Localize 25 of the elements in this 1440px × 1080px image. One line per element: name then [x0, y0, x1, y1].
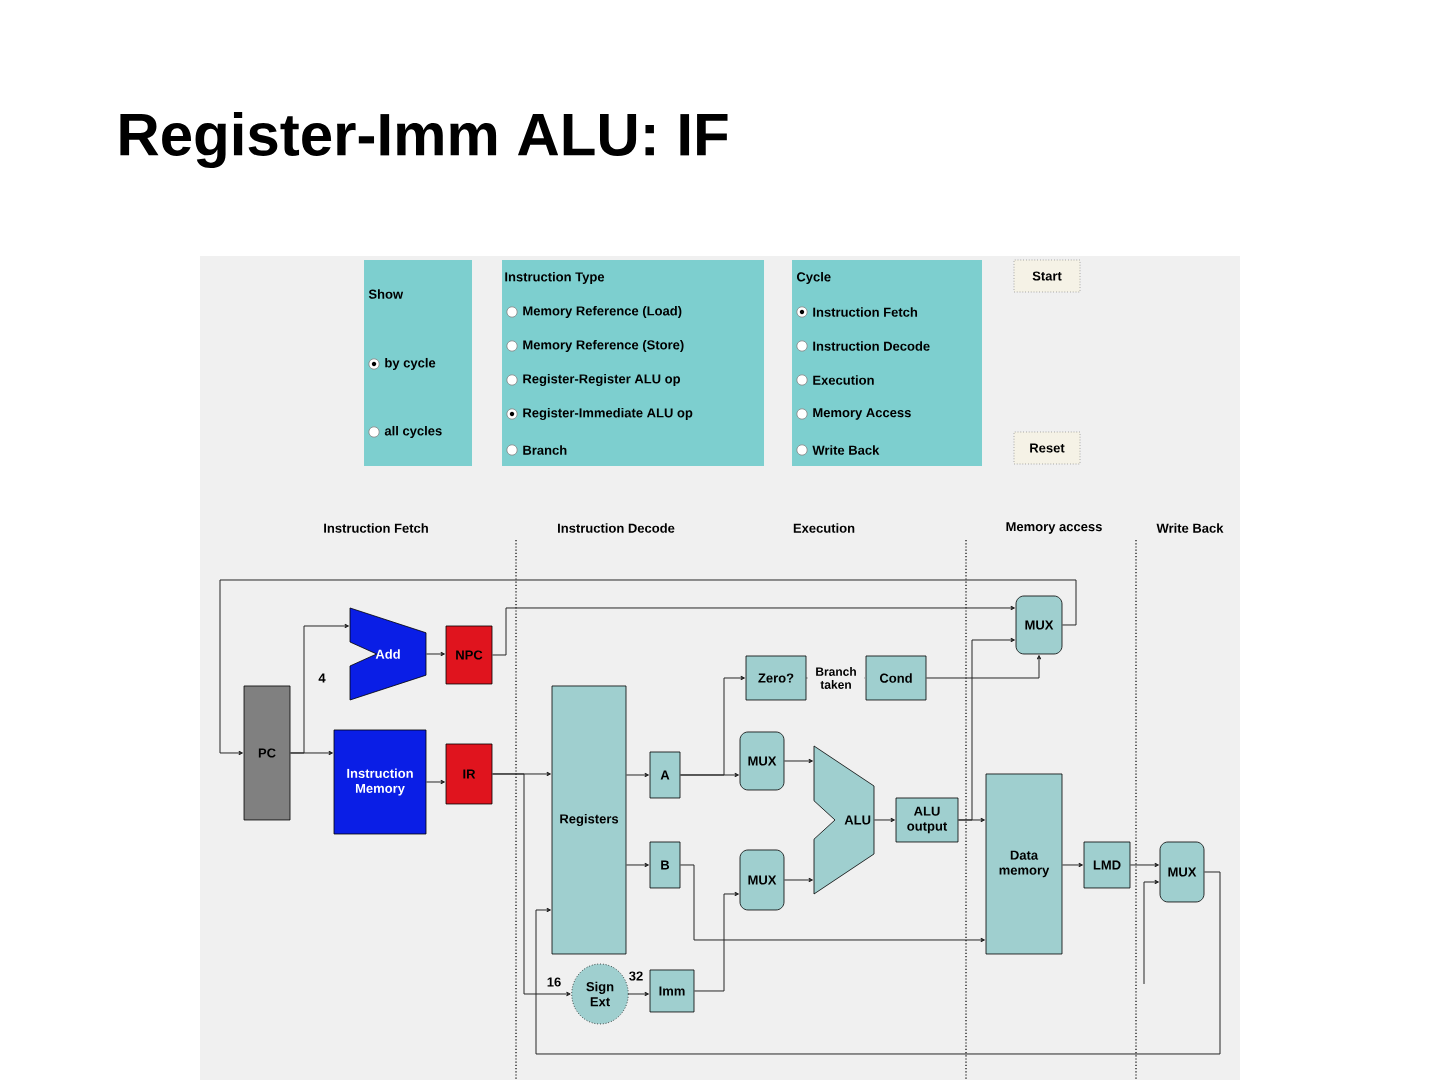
- connector-arrow: [783, 758, 813, 764]
- connector-arrow: [957, 637, 1015, 821]
- connector-arrow: [693, 891, 739, 992]
- connector-arrow: [425, 779, 445, 785]
- connector-arrow: [625, 772, 649, 778]
- connector-arrow: [1129, 862, 1159, 868]
- connector-arrow: [535, 871, 1221, 1055]
- connector-arrow: [925, 655, 1042, 679]
- title: Register-Imm ALU: IF: [120, 111, 728, 169]
- connector-arrow: [679, 864, 985, 943]
- connector-arrow: [491, 605, 1015, 656]
- connector-arrow: [1143, 879, 1159, 985]
- connector-arrow: [873, 817, 895, 823]
- connector-arrow: [783, 877, 813, 883]
- connector-arrow: [425, 651, 445, 657]
- connector-arrow: [1061, 862, 1083, 868]
- connector-arrow: [625, 862, 649, 868]
- radio-panel: [792, 260, 982, 466]
- connector-arrow: [219, 579, 1077, 756]
- radio-panel: [502, 260, 764, 466]
- connector-arrow: [289, 623, 349, 754]
- radio-panel: [364, 260, 472, 466]
- connector-arrow: [491, 773, 571, 997]
- connector-arrow: [679, 772, 739, 778]
- connector-arrow: [628, 991, 649, 997]
